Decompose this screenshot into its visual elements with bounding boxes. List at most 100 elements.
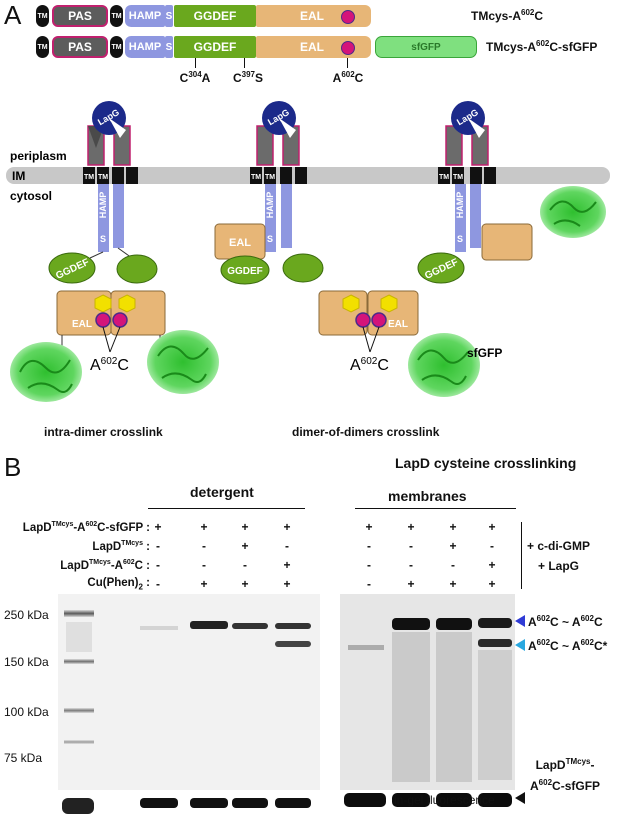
band-label-monomer: LapDTMcys- A602C-sfGFP [530, 757, 601, 793]
tm-helix [83, 167, 95, 184]
hamp-label: HAMP [455, 192, 465, 219]
lapg-notch [109, 118, 126, 138]
tm-helix [452, 167, 464, 184]
condition-c-di-gmp: + c-di-GMP [527, 539, 591, 553]
s-helix: S [165, 36, 173, 58]
ggdef-domain [48, 252, 96, 284]
ggdef-domain: GGDEF [174, 5, 256, 27]
ggdef-domain [220, 255, 270, 285]
lane-mark: - [367, 539, 371, 553]
tm-label: TM [265, 174, 275, 181]
band-arrow-monomer [515, 792, 525, 804]
lane-mark: + [488, 558, 496, 572]
tm-helix [250, 167, 262, 184]
lane-mark: + [154, 520, 162, 534]
s-helix [265, 226, 276, 252]
s-label: S [457, 234, 463, 244]
c-di-gmp [342, 294, 360, 313]
mw-marker-250: 250 kDa [4, 608, 49, 622]
band-label-crosslink: A602C ~ A602C [528, 614, 603, 629]
lapg-notch [468, 118, 485, 138]
sfgfp-strands [157, 345, 209, 383]
mw-marker-75: 75 kDa [4, 751, 43, 765]
mw-marker-100: 100 kDa [4, 705, 49, 719]
lane-mark: + [200, 520, 208, 534]
tm-segment: TM [36, 5, 49, 27]
row-label-cuphen: Cu(Phen)2 : [87, 577, 150, 592]
s-label: S [100, 234, 106, 244]
lane-mark: - [156, 539, 160, 553]
tm-helix [438, 167, 450, 184]
cysteine-marker [355, 312, 371, 328]
caption-intra-dimer: intra-dimer crosslink [44, 425, 163, 439]
tm-label: TM [439, 174, 449, 181]
band-arrow-crosslink [515, 615, 525, 627]
conditions-bracket [521, 522, 522, 589]
cysteine-marker [95, 312, 111, 328]
band-label-crosslink-alt: A602C ~ A602C* [528, 638, 608, 653]
ggdef-domain: GGDEF [174, 36, 256, 58]
c-di-gmp [94, 294, 112, 313]
s-helix [98, 226, 109, 252]
eal-label: EAL [229, 237, 251, 249]
sfgfp-protein [540, 186, 606, 238]
hamp-helix [281, 184, 292, 226]
periplasmic-domain [113, 125, 131, 166]
hamp-helix [98, 184, 109, 226]
lane-mark: - [451, 558, 455, 572]
ggdef-domain [417, 252, 465, 284]
dimer-right: LapG TM TM HAMP S GGDEF [417, 101, 606, 284]
lane-mark: + [449, 577, 457, 591]
row-label-construct: LapDTMcys-A602C-sfGFP : [22, 521, 150, 534]
construct-name-1: TMcys-A602C [471, 8, 544, 23]
row-label-lapd-a602c: LapDTMcys-A602C : [60, 559, 150, 572]
lane-mark: + [407, 520, 415, 534]
construct-name-2: TMcys-A602C-sfGFP [486, 39, 598, 54]
hamp-helix [265, 184, 276, 226]
in-gel-fluorescence-note: in-gel fluorescence [394, 793, 495, 807]
a602c-label: A602C [350, 356, 389, 374]
lane-mark: - [156, 558, 160, 572]
c-di-gmp [380, 294, 398, 313]
lane-mark: + [449, 520, 457, 534]
membrane-lanes [344, 618, 512, 807]
lane-mark: - [367, 577, 371, 591]
hamp-label: HAMP [265, 192, 275, 219]
tm-label: TM [84, 174, 94, 181]
lane-mark: - [202, 558, 206, 572]
cysteine-marker [371, 312, 387, 328]
s-helix: S [165, 5, 173, 27]
tm-segment: TM [36, 36, 49, 58]
lane-mark: + [241, 520, 249, 534]
sfgfp-protein [147, 330, 219, 394]
mutation-tick [347, 58, 348, 68]
lane-mark: + [488, 577, 496, 591]
c-di-gmp [118, 294, 136, 313]
inner-membrane [6, 167, 610, 184]
panel-a-letter: A [4, 0, 22, 30]
detergent-lanes [140, 621, 311, 808]
tm-helix [264, 167, 276, 184]
lane-mark: - [243, 558, 247, 572]
ggdef-domain [282, 253, 324, 283]
cysteine-marker [341, 10, 355, 24]
marker-ladder [62, 610, 94, 814]
sfgfp-strands [549, 200, 597, 227]
row-label-lapd-tmcys: LapDTMcys : [92, 540, 150, 553]
lane-mark: + [407, 577, 415, 591]
lane-mark: - [409, 558, 413, 572]
eal-domain [481, 223, 533, 261]
s-label: S [267, 234, 273, 244]
lane-mark: + [449, 539, 457, 553]
mutation-label-c304a: C304A [179, 70, 211, 85]
s-helix [113, 226, 124, 248]
mutation-tick [244, 58, 245, 68]
lane-mark: + [241, 577, 249, 591]
tm-helix [295, 167, 307, 184]
cysteine-marker [112, 312, 128, 328]
tm-helix [126, 167, 138, 184]
sfgfp-label: sfGFP [467, 346, 502, 360]
hamp-helix [113, 184, 124, 226]
eal-label: EAL [72, 319, 92, 330]
tm-segment: TM [110, 5, 123, 27]
